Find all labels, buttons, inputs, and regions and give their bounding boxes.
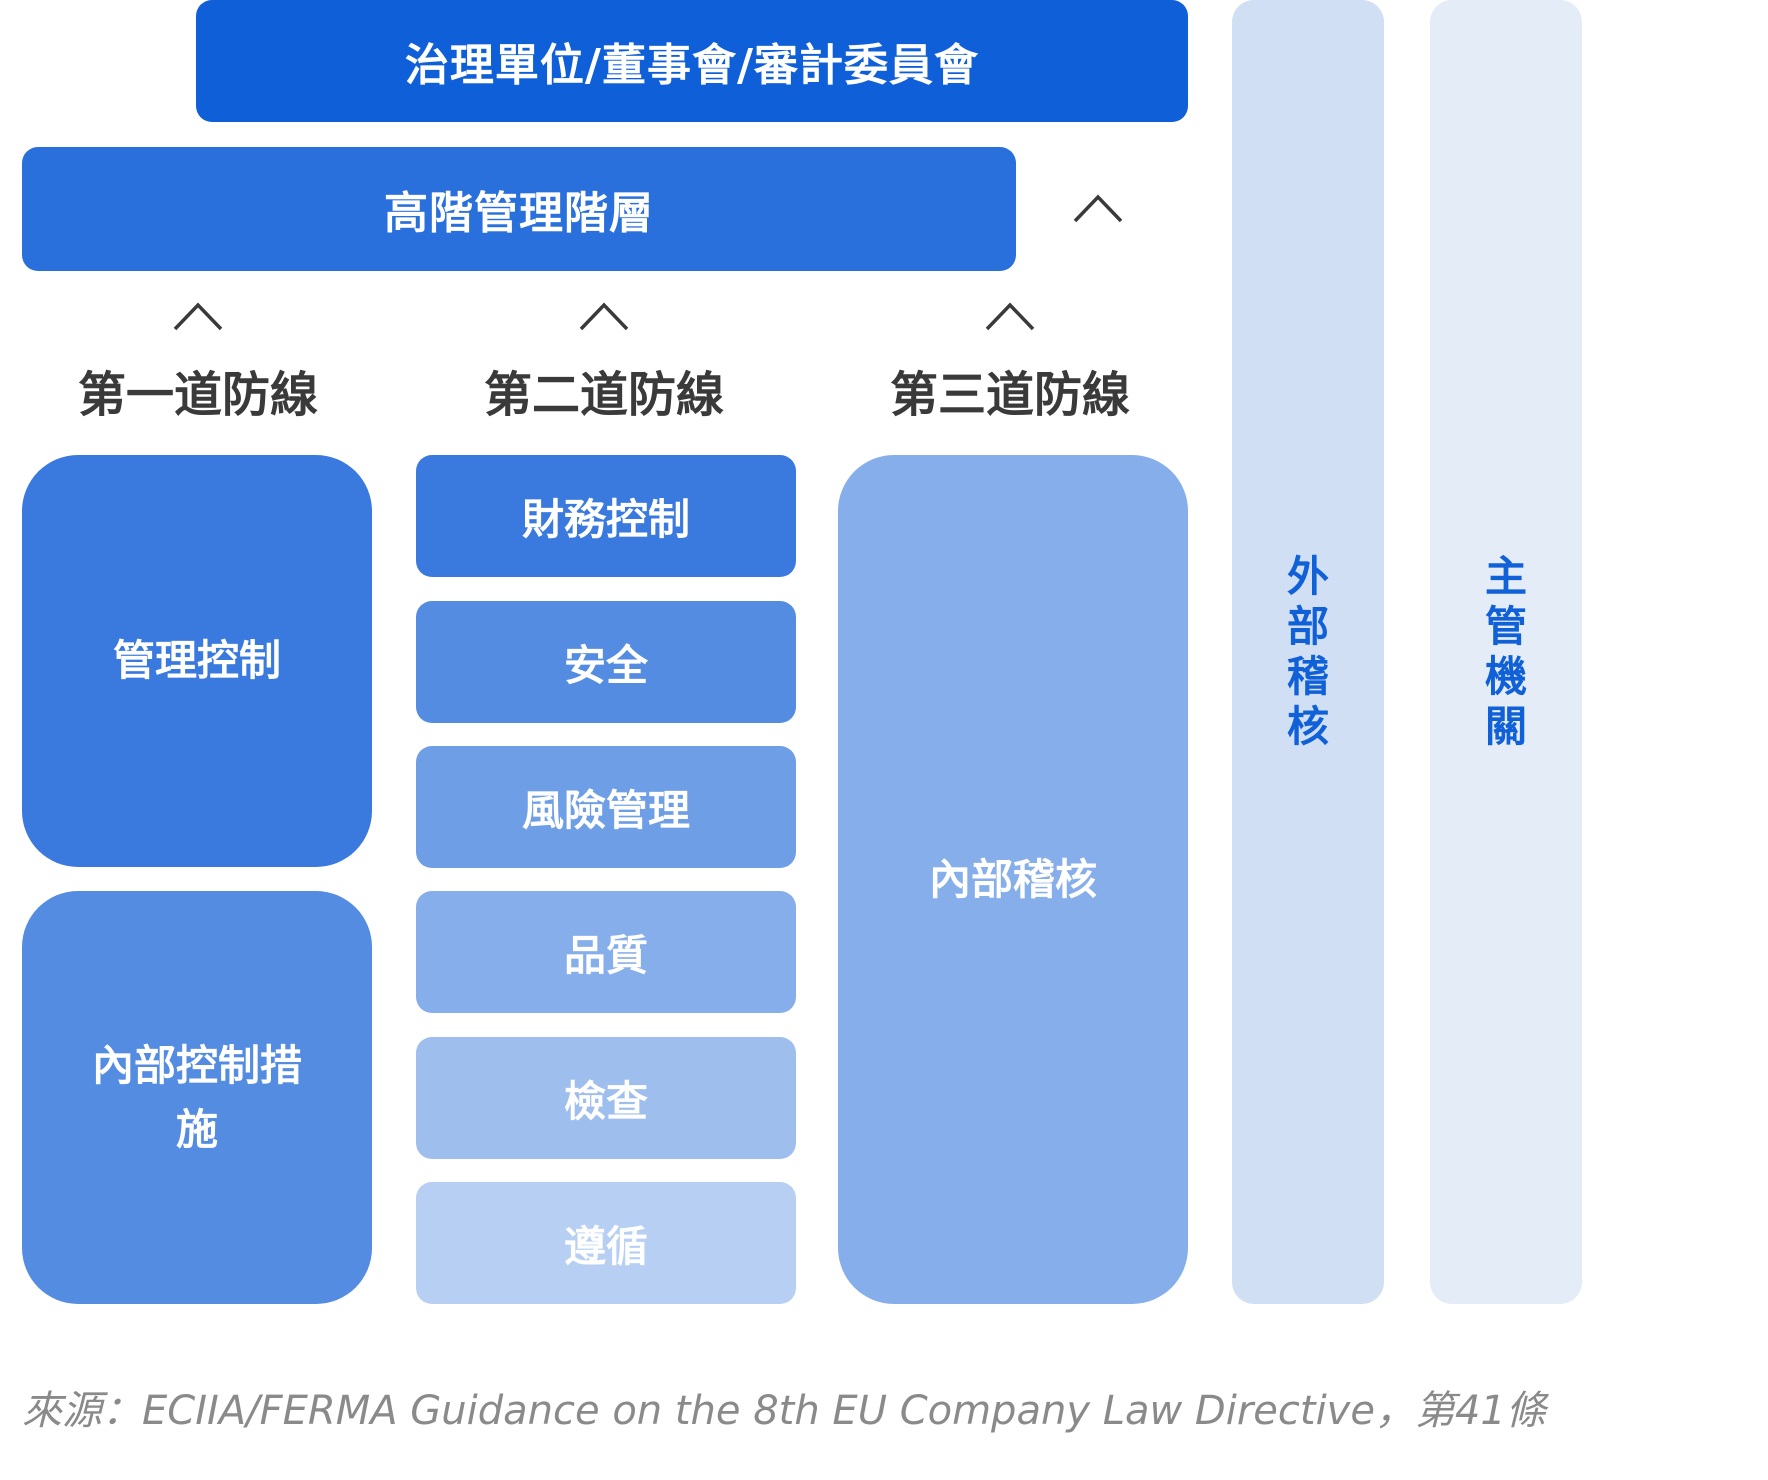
first-line-box-label: 管理控制 <box>112 636 281 685</box>
first-line-title: 第一道防線 <box>77 367 318 423</box>
third-line-box-internal-audit: 內部稽核 <box>838 455 1188 1304</box>
second-line-box-label: 風險管理 <box>521 785 690 835</box>
third-line-box-label: 內部稽核 <box>928 854 1097 904</box>
source-footnote: 來源：ECIIA/FERMA Guidance on the 8th EU Co… <box>22 1388 1546 1434</box>
second-line-box-label: 財務控制 <box>521 494 690 544</box>
second-line-title: 第二道防線 <box>483 367 724 423</box>
second-line-box-compliance: 遵循 <box>416 1182 796 1304</box>
first-line-box-internal-control-measures: 內部控制措施 <box>22 891 372 1304</box>
second-line-box-security: 安全 <box>416 601 796 723</box>
second-line-box-quality: 品質 <box>416 891 796 1013</box>
second-line-box-label: 品質 <box>563 930 648 980</box>
first-line-box-label: 內部控制措施 <box>91 1040 302 1154</box>
senior-management-label: 高階管理階層 <box>384 188 654 239</box>
caret-up-icon <box>985 302 1035 331</box>
second-line-box-label: 安全 <box>563 640 648 690</box>
regulator-label: 主管機關 <box>1484 552 1527 751</box>
caret-up-icon <box>173 302 223 331</box>
second-line-box-financial-control: 財務控制 <box>416 455 796 577</box>
external-audit-column: 外部稽核 <box>1232 0 1384 1304</box>
second-line-box-label: 遵循 <box>563 1221 648 1271</box>
caret-up-icon <box>1073 194 1123 223</box>
caret-up-icon <box>579 302 629 331</box>
second-line-box-risk-management: 風險管理 <box>416 746 796 868</box>
external-audit-label: 外部稽核 <box>1286 552 1329 751</box>
governance-label: 治理單位/董事會/審計委員會 <box>404 40 980 91</box>
second-line-box-label: 檢查 <box>563 1076 648 1126</box>
regulator-column: 主管機關 <box>1430 0 1582 1304</box>
second-line-box-inspection: 檢查 <box>416 1037 796 1159</box>
senior-management-bar: 高階管理階層 <box>22 147 1016 271</box>
third-line-title: 第三道防線 <box>889 367 1130 423</box>
governance-bar: 治理單位/董事會/審計委員會 <box>196 0 1188 122</box>
first-line-box-management-control: 管理控制 <box>22 455 372 867</box>
